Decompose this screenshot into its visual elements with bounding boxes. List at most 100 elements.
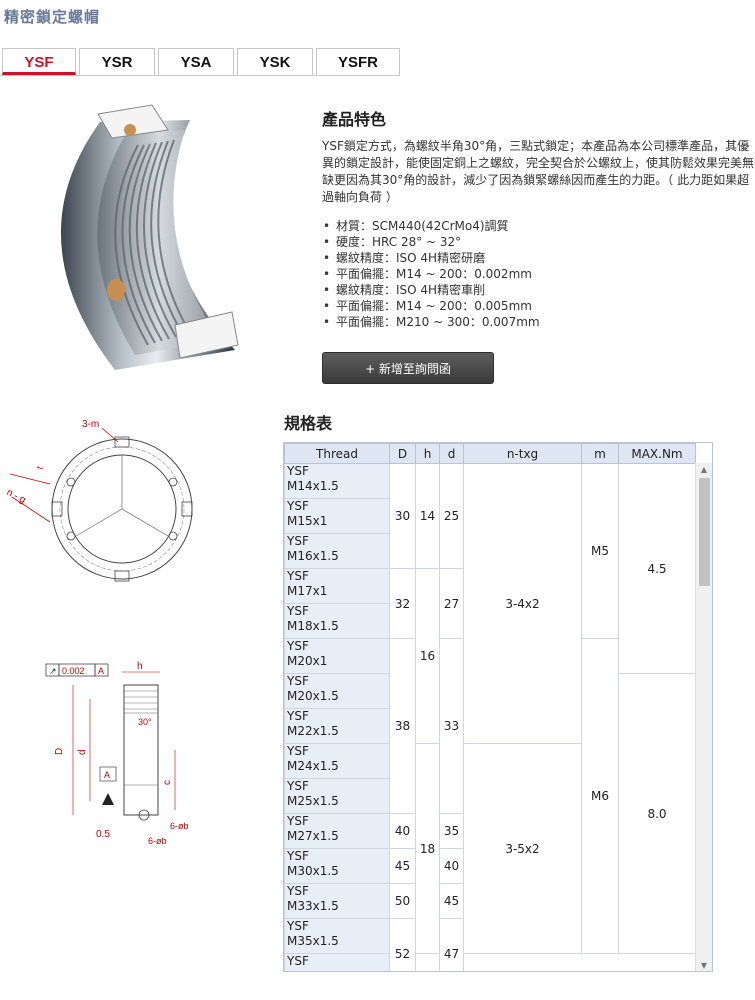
tab-ysk[interactable]: YSK [237, 48, 313, 75]
h-cell: 18 [415, 743, 440, 954]
features-title: 產品特色 [322, 110, 387, 129]
flatness-arrow-icon: ↗ [49, 666, 57, 676]
label-ng: n - g [5, 487, 28, 506]
page-title: 精密鎖定螺帽 [4, 8, 101, 26]
product-tabs: YSF YSR YSA YSK YSFR [0, 48, 755, 76]
header-D[interactable]: D [389, 443, 416, 464]
D-cell: 32 [389, 568, 416, 639]
m-cell: M6 [581, 638, 619, 954]
feature-item: 螺紋精度：ISO 4H精密車削 [322, 282, 540, 298]
label-6b-1: 6-øb [170, 821, 189, 831]
tab-ysfr[interactable]: YSFR [316, 48, 400, 75]
label-datum-a: A [98, 666, 104, 676]
label-tolerance: 0.002 [62, 666, 85, 676]
d-cell: 33 [439, 638, 464, 814]
d-cell: 25 [439, 463, 464, 569]
h-cell: 14 [415, 463, 440, 569]
feature-item: 平面偏擺：M210 ~ 300：0.007mm [322, 314, 540, 330]
header-maxnm[interactable]: MAX.Nm [618, 443, 696, 464]
h-cell: 16 [415, 568, 440, 744]
label-c: c [162, 780, 173, 785]
d-cell: 35 [439, 813, 464, 849]
label-30deg: 30° [138, 717, 152, 727]
header-h[interactable]: h [415, 443, 440, 464]
D-cell: 52 [389, 918, 416, 971]
D-cell: 40 [389, 813, 416, 849]
table-scrollbar[interactable]: ▲ ▼ [695, 463, 712, 971]
feature-item: 螺紋精度：ISO 4H精密研磨 [322, 250, 540, 266]
maxnm-cell: 8.0 [618, 673, 696, 954]
header-m[interactable]: m [581, 443, 619, 464]
front-view-drawing: 3-m t n - g [5, 419, 193, 582]
tab-ysa[interactable]: YSA [158, 48, 234, 75]
header-thread[interactable]: Thread [284, 443, 390, 464]
feature-item: 硬度：HRC 28° ~ 32° [322, 234, 540, 250]
header-ntxg[interactable]: n-txg [463, 443, 582, 464]
tabs-divider [0, 75, 400, 76]
label-datum-a2: A [104, 770, 110, 780]
label-h: h [137, 661, 143, 672]
label-6b-2: 6-øb [148, 836, 167, 846]
section-view-drawing: ↗ 0.002 A h D d 30° c A 0.5 6-øb 6-øb [45, 661, 189, 846]
scroll-thumb[interactable] [699, 478, 710, 586]
label-D: D [54, 748, 65, 755]
table-row: YSF [284, 953, 697, 971]
tab-ysf[interactable]: YSF [2, 48, 76, 75]
ntxg-cell: 3-5x2 [463, 743, 582, 954]
scroll-up-arrow-icon[interactable]: ▲ [700, 465, 708, 474]
d-cell: 27 [439, 568, 464, 639]
label-t: t [34, 464, 44, 470]
label-d: d [77, 749, 88, 755]
D-cell: 50 [389, 883, 416, 919]
maxnm-cell: 4.5 [618, 463, 696, 674]
d-cell: 47 [439, 918, 464, 971]
label-3m: 3-m [82, 419, 99, 430]
d-cell: 45 [439, 883, 464, 919]
ntxg-cell: 3-4x2 [463, 463, 582, 744]
feature-item: 平面偏擺：M14 ~ 200：0.002mm [322, 266, 540, 282]
add-to-inquiry-button[interactable]: + 新增至詢問函 [322, 352, 494, 384]
feature-item: 平面偏擺：M14 ~ 200：0.005mm [322, 298, 540, 314]
D-cell: 38 [389, 638, 416, 814]
D-cell: 30 [389, 463, 416, 569]
label-0-5: 0.5 [96, 829, 110, 840]
d-cell: 40 [439, 848, 464, 884]
scroll-down-arrow-icon[interactable]: ▼ [700, 961, 708, 970]
features-description: YSF鎖定方式，為螺紋半角30°角，三點式鎖定；本產品為本公司標準產品，其優異的… [322, 139, 755, 204]
spec-title: 規格表 [284, 414, 333, 433]
D-cell: 45 [389, 848, 416, 884]
thread-cell: YSF [284, 953, 390, 971]
header-d[interactable]: d [439, 443, 464, 464]
features-list: 材質：SCM440(42CrMo4)調質 硬度：HRC 28° ~ 32° 螺紋… [322, 218, 540, 330]
tab-ysr[interactable]: YSR [79, 48, 155, 75]
product-image [60, 104, 239, 370]
m-cell: M5 [581, 463, 619, 639]
